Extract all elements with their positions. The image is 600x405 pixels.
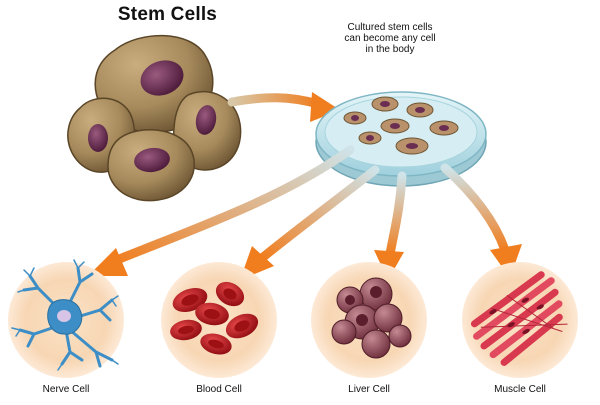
stem-cell-cluster: [67, 34, 242, 202]
stem-cell-nucleus: [140, 60, 184, 96]
blood-cell-illustration: [170, 281, 259, 355]
muscle-cell-label: Muscle Cell: [494, 384, 546, 395]
blood-cell-label: Blood Cell: [196, 384, 242, 395]
stem-cell-nucleus: [195, 105, 217, 135]
stem-cell-nucleus: [88, 124, 108, 152]
arrow-to-muscle-cell: [440, 163, 522, 278]
liver-cell-illustration: [331, 277, 412, 359]
diagram-title: Stem Cells: [117, 4, 218, 25]
dish-caption-line: Cultured stem cells: [347, 22, 433, 33]
stem-cell-nucleus: [134, 147, 170, 173]
dish-caption-line: in the body: [365, 44, 415, 55]
arrow-to-liver-cell: [374, 171, 407, 280]
muscle-cell-illustration: [470, 271, 568, 366]
stem-cell: [107, 128, 195, 202]
liver-cell-label: Liver Cell: [348, 384, 390, 395]
arrow-to-dish: [227, 92, 340, 122]
dish-caption-line: can become any cell: [344, 33, 436, 44]
nerve-cell-label: Nerve Cell: [42, 384, 90, 395]
arrow-to-nerve-cell: [88, 145, 355, 276]
arrow-to-blood-cell: [240, 165, 380, 280]
cultured-cells: [343, 96, 459, 155]
nerve-cell-illustration: [11, 259, 119, 371]
dish-caption: Cultured stem cells can become any cell …: [320, 22, 460, 55]
